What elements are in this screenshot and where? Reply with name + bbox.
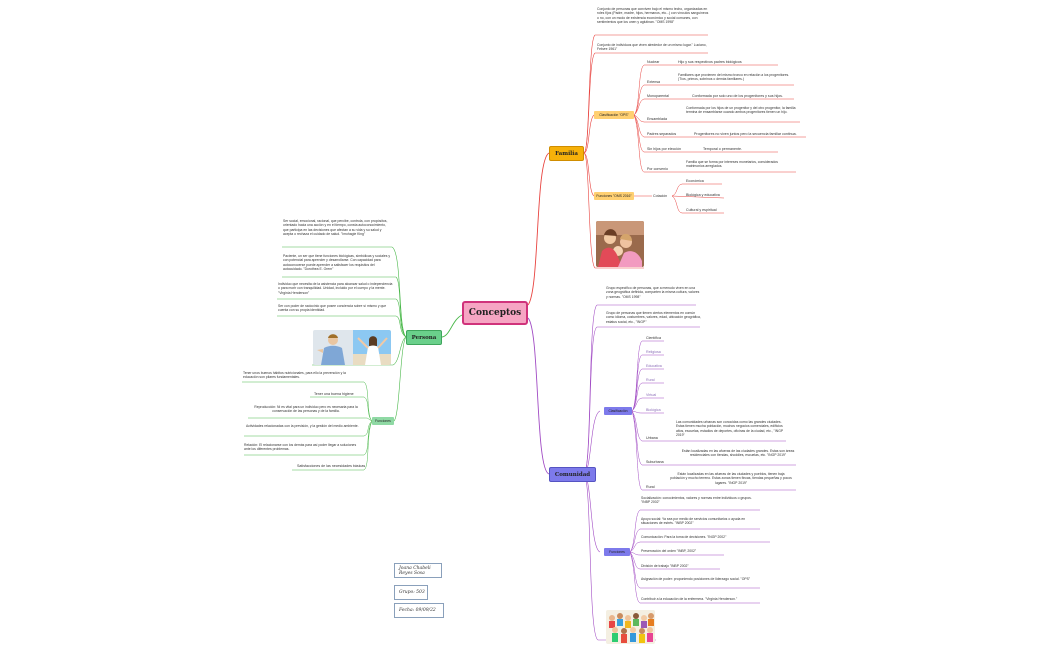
familia-class-desc-0: Hijo y sus respectivos padres biológicos bbox=[678, 60, 742, 64]
familia-funcion-0: Económica bbox=[686, 179, 704, 183]
familia-class-name-6: Por convenio bbox=[647, 167, 668, 171]
comunidad-funcion-4: División de trabajo "INBP 2002" bbox=[641, 564, 689, 568]
comunidad-suburbana-desc: Están localizadas en las afueras de las … bbox=[681, 449, 795, 458]
familia-class-desc-2: Conformada por solo uno de los progenito… bbox=[692, 94, 783, 98]
comunidad-funciones-node[interactable]: Funciones bbox=[604, 548, 630, 556]
comunidad-definition-1: Grupo específico de personas, que a menu… bbox=[606, 286, 700, 299]
central-topic-node[interactable]: Conceptos bbox=[462, 301, 528, 325]
comunidad-class-3: Rural bbox=[646, 378, 655, 382]
familia-definition-2: Conjunto de individuos que viven alreded… bbox=[597, 43, 707, 52]
persona-definition-0: Ser social, emocional, racional, que per… bbox=[283, 219, 388, 236]
persona-definition-2: Individuo que necesita de la asistencia … bbox=[278, 282, 393, 295]
familia-class-desc-1: Familiares que provienen del mismo tronc… bbox=[678, 73, 790, 82]
persona-funciones-node[interactable]: Funciones bbox=[372, 417, 394, 425]
persona-funcion-1: Reproducción: Ni es vital para un indivi… bbox=[254, 405, 358, 414]
persona-funcion-0: Tener una buena higiene bbox=[314, 392, 354, 396]
familia-class-name-1: Extensa bbox=[647, 80, 660, 84]
familia-class-name-3: Ensamblada bbox=[647, 117, 667, 121]
persona-funcion-2: Actividades relacionadas con la previsió… bbox=[246, 424, 359, 428]
persona-funcion-4: Satisfacciones de las necesidades básica… bbox=[297, 464, 366, 468]
familia-class-name-0: Nuclear bbox=[647, 60, 660, 64]
comunidad-node[interactable]: Comunidad bbox=[549, 467, 596, 482]
familia-funciones-cotacion: Cotación bbox=[653, 194, 668, 198]
familia-node[interactable]: Familia bbox=[549, 146, 584, 161]
date-box[interactable]: Fecha: 09/09/22 bbox=[394, 603, 444, 618]
familia-funcion-1: Biológica y educativa bbox=[686, 193, 720, 197]
familia-funciones-node[interactable]: Funciones "OMS 2016" bbox=[594, 192, 634, 200]
familia-class-desc-3: Conformada por los hijos de un progenito… bbox=[686, 106, 796, 115]
comunidad-funcion-0: Socialización: conocimientos, valores y … bbox=[641, 496, 752, 505]
comunidad-definition-2: Grupo de personas que tienen ciertos ele… bbox=[606, 311, 701, 324]
comunidad-funcion-2: Comunicación: Para la toma de decisiones… bbox=[641, 535, 727, 539]
comunidad-class-5: Biológica bbox=[646, 408, 661, 412]
comunidad-funcion-1: Apoyo social: Ya sea por medio de servic… bbox=[641, 517, 746, 526]
comunidad-funcion-5: Asignación de poder: proponiendo posicio… bbox=[641, 577, 751, 581]
familia-class-desc-4: Progenitores no viven juntos pero la sec… bbox=[694, 132, 797, 136]
familia-clasificacion-node[interactable]: Clasificación "OPS" bbox=[594, 111, 634, 119]
persona-funciones-intro: Tener unos buenos hábitos nutricionales,… bbox=[243, 371, 346, 380]
comunidad-urbana-name: Urbana bbox=[646, 436, 658, 440]
persona-image bbox=[313, 330, 391, 365]
familia-image bbox=[596, 221, 644, 267]
author-name-box[interactable]: Joana Chabeli Reyes Sosa bbox=[394, 563, 442, 578]
familia-funcion-2: Cultural y espiritual bbox=[686, 208, 717, 212]
comunidad-clasificacion-node[interactable]: Clasificación bbox=[604, 407, 632, 415]
comunidad-funcion-6: Contribuir a la educación de la enfermer… bbox=[641, 597, 738, 601]
comunidad-urbana-desc: Las comunidades urbanas son conocidas co… bbox=[676, 420, 784, 437]
persona-definition-3: Ser con poder de raciocinio que posee co… bbox=[278, 304, 387, 313]
persona-node[interactable]: Persona bbox=[406, 330, 442, 345]
familia-class-name-5: Sin hijos por elección bbox=[647, 147, 681, 151]
group-box[interactable]: Grupo: 503 bbox=[394, 585, 428, 600]
comunidad-rural-desc: Están localizadas en las afueras de las … bbox=[670, 472, 792, 485]
comunidad-suburbana-name: Suburbana bbox=[646, 460, 664, 464]
comunidad-funcion-3: Preservación del orden "INBP, 2002" bbox=[641, 549, 697, 553]
comunidad-class-0: Científica bbox=[646, 336, 661, 340]
comunidad-class-2: Educativa bbox=[646, 364, 662, 368]
familia-class-name-4: Padres separados bbox=[647, 132, 677, 136]
familia-class-name-2: Monoparental bbox=[647, 94, 669, 98]
persona-definition-1: Paciente, un ser que tiene funciones bio… bbox=[283, 254, 391, 271]
comunidad-class-1: Religiosa bbox=[646, 350, 661, 354]
comunidad-image bbox=[606, 610, 655, 644]
familia-class-desc-5: Temporal o permanente. bbox=[703, 147, 742, 151]
comunidad-rural-name: Rural bbox=[646, 485, 655, 489]
comunidad-class-4: Virtual bbox=[646, 393, 657, 397]
persona-funcion-3: Relación: El relacionarse con los demás … bbox=[244, 443, 357, 452]
familia-definition-1: Conjunto de personas que conviven bajo e… bbox=[597, 7, 709, 24]
familia-class-desc-6: Familia que se forma por intereses monet… bbox=[686, 160, 778, 169]
